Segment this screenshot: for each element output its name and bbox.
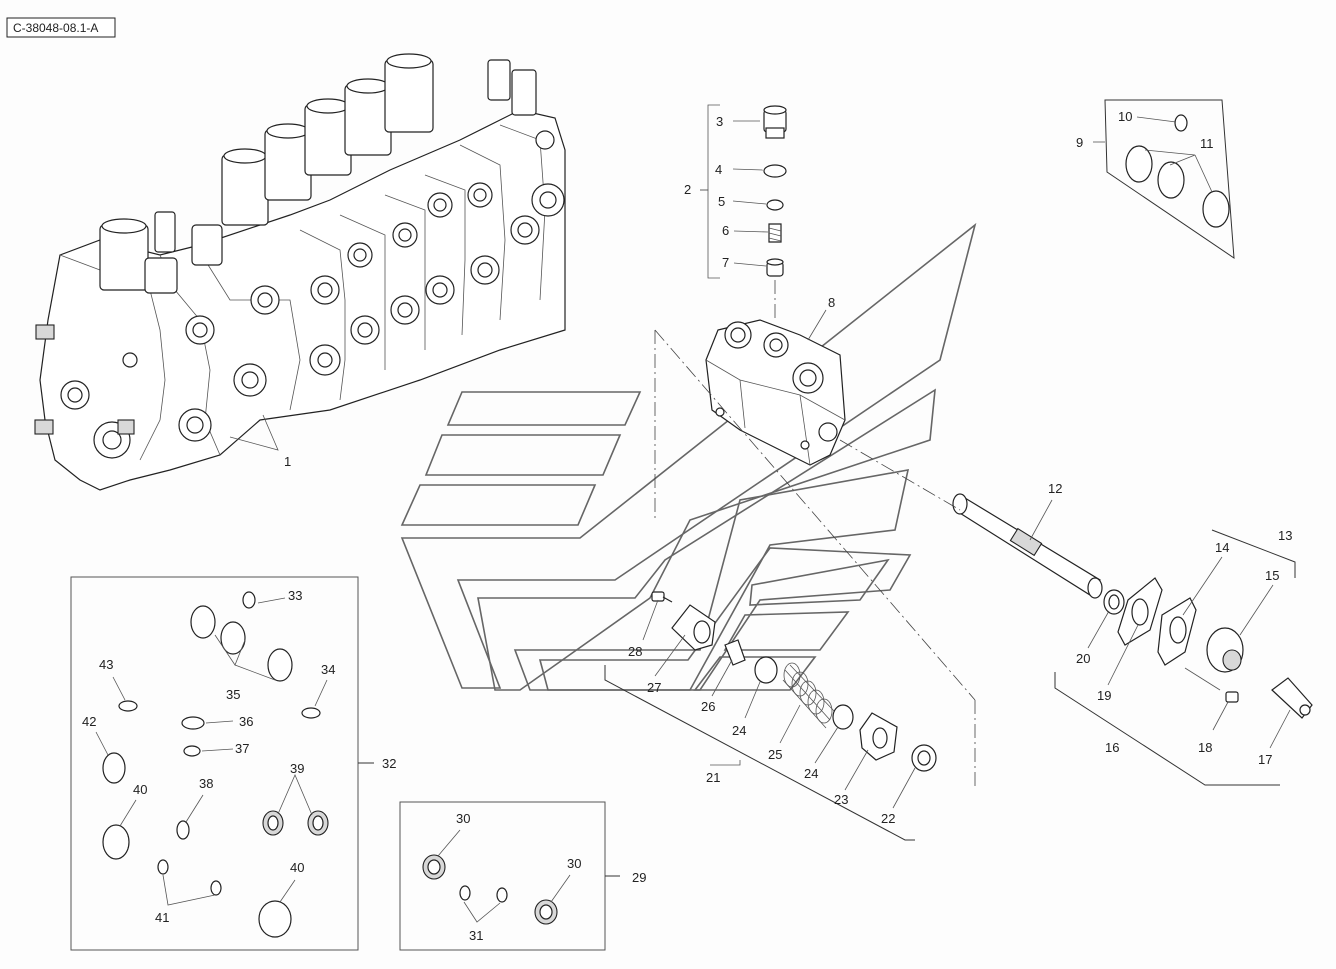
callout-label: 29 xyxy=(632,870,646,885)
seal-kit-32 xyxy=(70,576,374,951)
callout-label: 4 xyxy=(715,162,722,177)
callout-label: 34 xyxy=(321,662,335,677)
seal-kit-9 xyxy=(1104,99,1235,259)
callout-label: 36 xyxy=(239,714,253,729)
callout-label: 5 xyxy=(718,194,725,209)
callout-label: 27 xyxy=(647,680,661,695)
callout-label: 11 xyxy=(1200,136,1214,151)
callout-label: 12 xyxy=(1048,481,1062,496)
callout-label: 38 xyxy=(199,776,213,791)
callout-label: 14 xyxy=(1215,540,1229,555)
callout-label: 20 xyxy=(1076,651,1090,666)
callout-label: 24 xyxy=(732,723,746,738)
watermark-logo xyxy=(400,222,977,691)
callout-label: 24 xyxy=(804,766,818,781)
control-valve-assembly xyxy=(34,53,566,491)
callout-label: 41 xyxy=(155,910,169,925)
callout-label: 42 xyxy=(82,714,96,729)
valve-section-body xyxy=(705,319,846,466)
callout-label: 35 xyxy=(226,687,240,702)
callout-label: 43 xyxy=(99,657,113,672)
callout-label: 19 xyxy=(1097,688,1111,703)
callout-label: 30 xyxy=(456,811,470,826)
spring-assembly-parts xyxy=(604,329,976,841)
callout-label: 32 xyxy=(382,756,396,771)
reference-code: C-38048-08.1-A xyxy=(13,21,98,35)
callout-label: 25 xyxy=(768,747,782,762)
callout-label: 6 xyxy=(722,223,729,238)
callout-label: 16 xyxy=(1105,740,1119,755)
callout-label: 15 xyxy=(1265,568,1279,583)
callout-label: 33 xyxy=(288,588,302,603)
relief-valve-parts xyxy=(763,105,787,320)
callout-label: 8 xyxy=(828,295,835,310)
callout-label: 13 xyxy=(1278,528,1292,543)
callout-labels: 1 2 3 4 5 6 7 8 9 10 11 12 13 14 15 16 1… xyxy=(82,109,1292,943)
callout-label: 9 xyxy=(1076,135,1083,150)
callout-label: 1 xyxy=(284,454,291,469)
callout-label: 7 xyxy=(722,255,729,270)
callout-label: 40 xyxy=(290,860,304,875)
callout-label: 17 xyxy=(1258,752,1272,767)
callout-label: 2 xyxy=(684,182,691,197)
callout-label: 37 xyxy=(235,741,249,756)
callout-label: 22 xyxy=(881,811,895,826)
callout-label: 3 xyxy=(716,114,723,129)
callout-label: 39 xyxy=(290,761,304,776)
callout-label: 28 xyxy=(628,644,642,659)
spool-end-parts xyxy=(1054,529,1313,786)
spool xyxy=(952,493,1103,599)
callout-label: 26 xyxy=(701,699,715,714)
seal-kit-29 xyxy=(399,801,620,951)
callout-label: 40 xyxy=(133,782,147,797)
callout-label: 10 xyxy=(1118,109,1132,124)
callout-label: 18 xyxy=(1198,740,1212,755)
leader-lines xyxy=(95,104,1291,923)
callout-label: 23 xyxy=(834,792,848,807)
callout-label: 21 xyxy=(706,770,720,785)
callout-label: 31 xyxy=(469,928,483,943)
reference-code-box: C-38048-08.1-A xyxy=(6,17,116,38)
callout-label: 30 xyxy=(567,856,581,871)
